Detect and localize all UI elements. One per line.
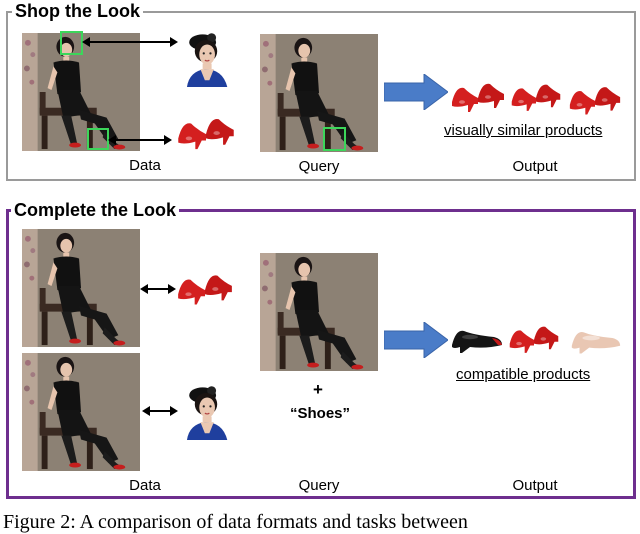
shop-the-look-title: Shop the Look xyxy=(12,1,143,21)
complete-face-product-image xyxy=(178,382,234,442)
complete-the-look-title: Complete the Look xyxy=(11,200,180,220)
shoe-match-arrow xyxy=(108,135,172,145)
compatible-nude-shoe-image xyxy=(566,318,624,358)
shop-query-label: Query xyxy=(298,158,340,175)
shop-red-shoes-product-image xyxy=(174,112,238,152)
compatible-products-label: compatible products xyxy=(456,366,591,383)
query-plus-sign: + xyxy=(313,380,323,399)
shop-output-label: Output xyxy=(512,158,558,175)
complete-data-label: Data xyxy=(129,477,161,494)
shoe-region-box xyxy=(87,128,109,150)
complete-output-arrow xyxy=(384,322,448,358)
complete-query-label: Query xyxy=(298,477,340,494)
complete-query-image xyxy=(260,252,378,372)
compatible-red-shoe-image xyxy=(506,318,562,358)
complete-data-scene-1-image xyxy=(22,229,140,347)
shop-the-look-panel: Shop the Look xyxy=(6,1,636,181)
compatible-black-shoe-image xyxy=(446,316,506,358)
face-match-arrow xyxy=(82,37,178,47)
complete-data-scene-2-image xyxy=(22,352,140,472)
similar-shoe-3-image xyxy=(566,80,624,118)
similar-shoe-1-image xyxy=(448,76,508,116)
scene1-shoe-arrow xyxy=(140,284,176,294)
query-shoe-region-box xyxy=(323,127,346,151)
face-region-box xyxy=(60,31,83,55)
scene2-face-arrow xyxy=(142,406,178,416)
complete-the-look-panel: Complete the Look xyxy=(6,200,636,499)
query-category-shoes: “Shoes” xyxy=(290,405,351,422)
complete-red-shoes-product-image xyxy=(174,268,236,308)
complete-output-label: Output xyxy=(512,477,558,494)
shop-query-image xyxy=(260,32,378,154)
similar-shoe-2-image xyxy=(508,76,564,116)
shop-face-product-image xyxy=(178,26,234,92)
figure-caption: Figure 2: A comparison of data formats a… xyxy=(3,511,468,533)
shop-output-arrow xyxy=(384,74,448,110)
shop-data-label: Data xyxy=(129,157,161,174)
visually-similar-products-label: visually similar products xyxy=(444,122,603,139)
